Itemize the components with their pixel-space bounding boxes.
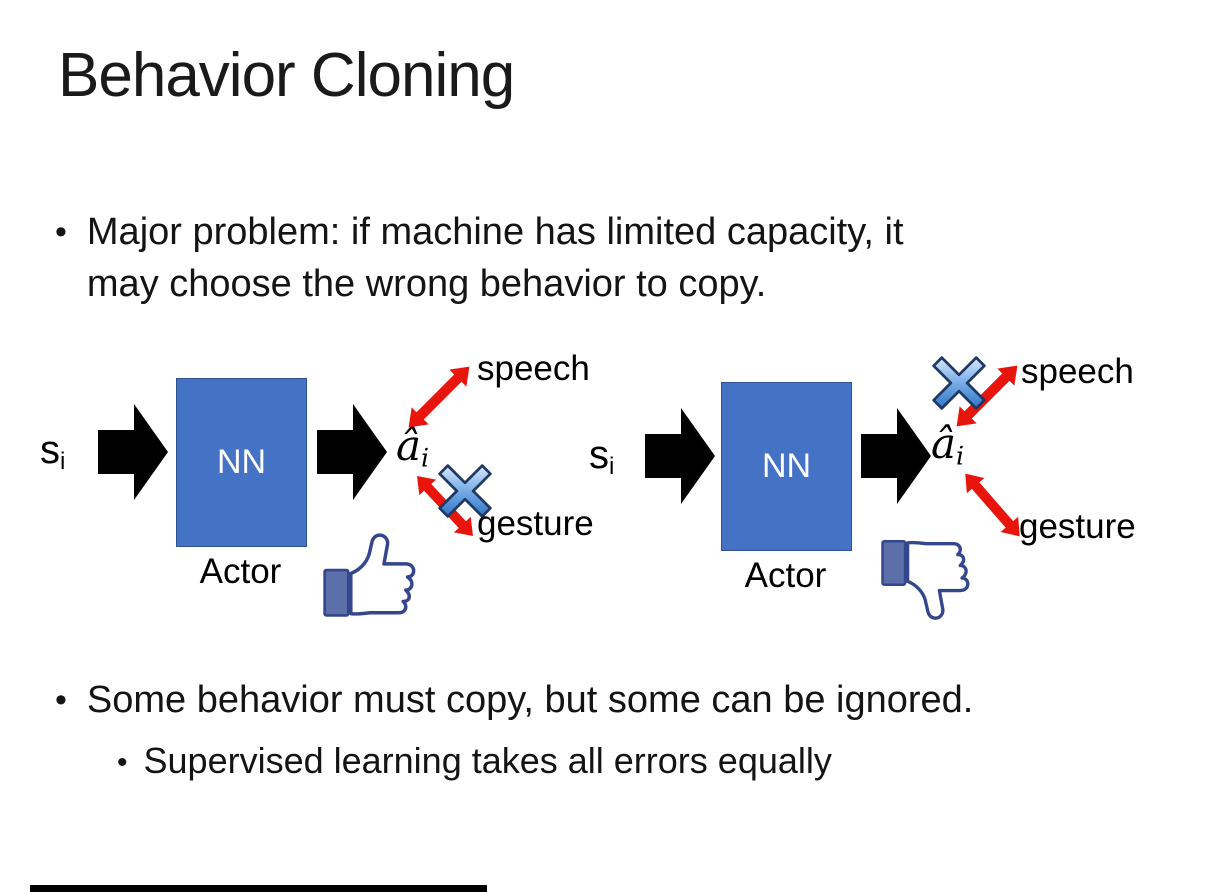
action-symbol: â [931,419,957,468]
black-block-arrow-icon [645,402,717,510]
subbullet-supervised-learning: • Supervised learning takes all errors e… [117,737,832,789]
action-label: âi [931,419,964,470]
bullet-glyph: • [55,681,67,719]
speech-label: speech [1021,352,1134,391]
black-block-arrow-icon [98,398,170,506]
bullet-major-problem-text: Major problem: if machine has limited ca… [87,206,904,310]
action-subscript: i [421,443,430,473]
action-label: âi [396,421,429,472]
action-subscript: i [956,441,965,471]
state-label: si [40,428,65,476]
black-block-arrow-icon [317,398,389,506]
red-double-arrow-icon [954,464,1031,546]
red-double-arrow-icon [946,355,1028,437]
cropped-bottom-content-bar [30,885,487,892]
gesture-label: gesture [1019,507,1136,546]
page-title: Behavior Cloning [58,41,515,110]
thumbs-up-icon [322,532,418,622]
state-label: si [589,433,614,481]
bullet-line: Some behavior must copy, but some can be… [86,679,974,721]
blue-cross-icon [436,462,494,520]
nn-box: NN [721,382,852,551]
nn-box: NN [176,378,307,547]
bullet-line: Major problem: if machine has limited ca… [86,211,904,253]
actor-label: Actor [199,552,282,591]
state-subscript: i [60,448,66,475]
speech-label: speech [477,349,590,388]
bullet-major-problem: • Major problem: if machine has limited … [55,206,904,310]
nn-label: NN [216,443,267,481]
state-symbol: s [40,428,60,472]
nn-label: NN [761,447,812,485]
action-symbol: â [396,421,422,470]
bullet-some-behavior: • Some behavior must copy, but some can … [55,674,973,726]
bullet-glyph: • [117,746,128,779]
actor-label: Actor [744,556,827,595]
black-block-arrow-icon [861,402,933,510]
red-double-arrow-icon [398,356,480,438]
state-subscript: i [609,453,615,480]
thumbs-down-icon [880,534,972,622]
gesture-label: gesture [477,504,594,543]
bullet-line: may choose the wrong behavior to copy. [86,263,767,305]
blue-cross-icon [930,354,988,412]
bullet-line: Supervised learning takes all errors equ… [143,740,832,781]
bullet-glyph: • [55,213,67,251]
state-symbol: s [589,433,609,477]
